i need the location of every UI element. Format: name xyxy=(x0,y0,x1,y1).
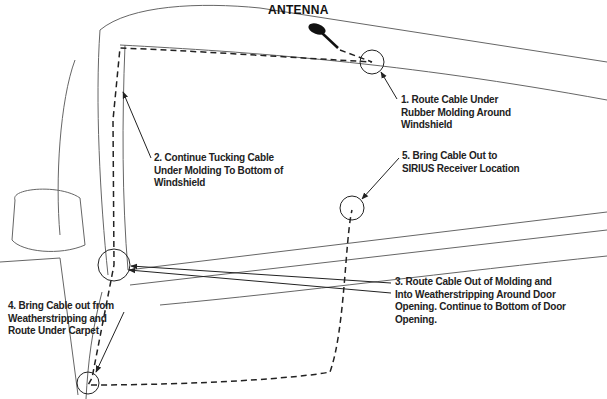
instruction-label: 2. Continue Tucking Cable Under Molding … xyxy=(154,152,286,190)
instruction-label: 4. Bring Cable out from Weatherstripping… xyxy=(8,300,126,338)
instruction-label: 1. Route Cable Under Rubber Molding Arou… xyxy=(401,94,513,132)
cable-route xyxy=(88,48,372,385)
part-label: ANTENNA xyxy=(268,4,358,17)
leader-arrow xyxy=(96,72,399,372)
antenna xyxy=(307,21,338,48)
instruction-label: 3. Route Cable Out of Molding and Into W… xyxy=(395,276,570,326)
instruction-label: 5. Bring Cable Out to SIRIUS Receiver Lo… xyxy=(402,150,520,175)
car-outline xyxy=(0,5,607,399)
detail-circle xyxy=(77,50,384,394)
